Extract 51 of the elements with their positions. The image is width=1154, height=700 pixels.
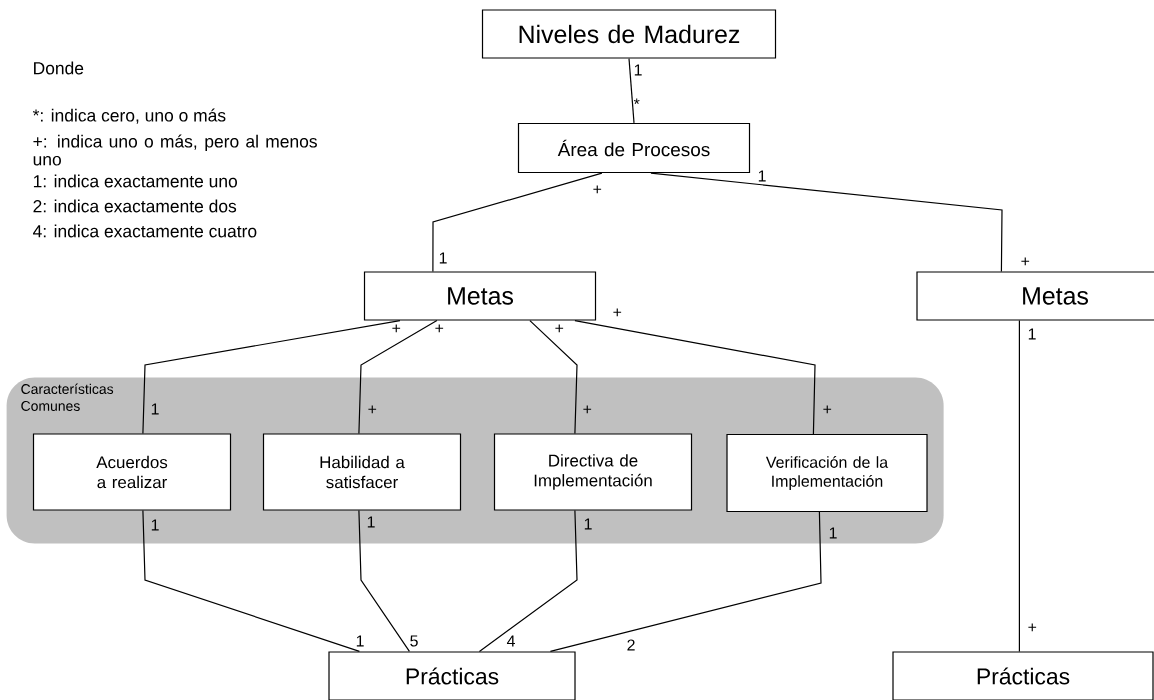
connector-line xyxy=(549,511,822,652)
connector-line xyxy=(1018,320,1020,652)
multiplicity-label: 1 xyxy=(584,518,592,530)
note-text: 2: indica exactamente dos xyxy=(33,199,237,213)
multiplicity-label: 1 xyxy=(634,64,642,76)
multiplicity-label: 2 xyxy=(627,639,635,651)
note-text: Donde xyxy=(34,61,84,75)
connector-line xyxy=(142,320,401,434)
multiplicity-label: + xyxy=(593,185,602,194)
multiplicity-label: + xyxy=(823,405,832,414)
box: Niveles de Madurez xyxy=(481,9,777,59)
multiplicity-label: 1 xyxy=(829,527,837,539)
connector-line xyxy=(650,172,1003,272)
multiplicity-label: + xyxy=(368,405,377,414)
connector-line xyxy=(478,510,578,652)
connector-line xyxy=(358,320,438,434)
multiplicity-label: * xyxy=(633,98,640,105)
multiplicity-label: 1 xyxy=(367,516,375,528)
connector-line xyxy=(432,172,603,272)
multiplicity-label: 1 xyxy=(356,635,364,647)
connector-line xyxy=(529,320,578,434)
multiplicity-label: 1 xyxy=(151,403,159,415)
multiplicity-label: 1 xyxy=(1028,328,1036,340)
multiplicity-label: + xyxy=(392,324,401,333)
connector-line xyxy=(358,510,410,652)
note-text: 1: indica exactamente uno xyxy=(33,174,237,188)
box: Directiva de Implementación xyxy=(493,433,693,511)
note-text: *: indica cero, uno o más xyxy=(32,108,226,124)
connector-line xyxy=(628,58,635,124)
multiplicity-label: + xyxy=(1028,623,1037,632)
box: Verificación de la Implementación xyxy=(726,433,928,513)
connector-line xyxy=(574,320,816,435)
multiplicity-label: 4 xyxy=(506,635,515,647)
connector-line xyxy=(142,510,360,652)
multiplicity-label: + xyxy=(613,308,622,317)
multiplicity-label: 1 xyxy=(758,170,766,182)
box: Prácticas xyxy=(328,651,576,700)
multiplicity-label: 1 xyxy=(151,519,159,531)
box: Prácticas xyxy=(892,651,1154,700)
multiplicity-label: 5 xyxy=(410,635,418,647)
multiplicity-label: + xyxy=(583,405,592,414)
box: Acuerdos a realizar xyxy=(32,433,232,511)
note-text: +: indica uno o más, pero al menos uno xyxy=(33,134,317,166)
box: Metas xyxy=(363,271,597,321)
multiplicity-label: 1 xyxy=(439,252,447,264)
box: Habilidad a satisfacer xyxy=(262,433,462,511)
note-text: 4: indica exactamente cuatro xyxy=(33,224,257,238)
multiplicity-label: + xyxy=(435,324,444,333)
multiplicity-label: + xyxy=(555,324,564,333)
box: Área de Procesos xyxy=(517,122,751,174)
box: Metas xyxy=(916,271,1154,321)
